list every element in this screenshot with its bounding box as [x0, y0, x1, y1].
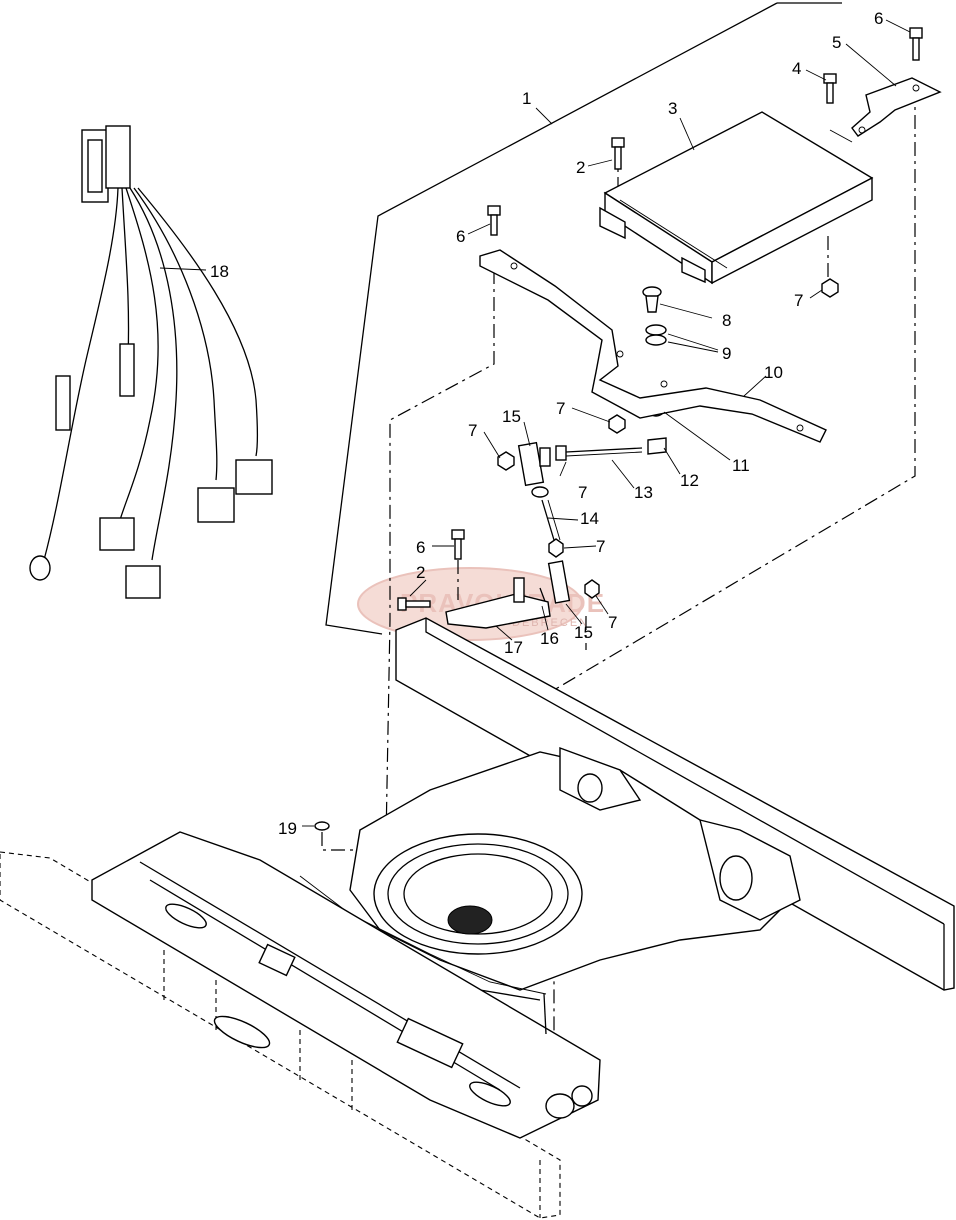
- washer-9b: [645, 334, 667, 346]
- washer-19: [314, 821, 330, 831]
- nut-7-left: [497, 451, 515, 471]
- mounting-bar: [479, 249, 827, 443]
- callout-10: 10: [764, 363, 783, 382]
- callout-7-rod: 7: [596, 537, 605, 556]
- callout-7-mid: 7: [556, 399, 565, 418]
- callout-6-mid: 6: [456, 227, 465, 246]
- bolt-8: [642, 286, 662, 313]
- bolt-6-lower: [451, 529, 465, 560]
- bolts: [397, 27, 923, 611]
- callout-2-lower: 2: [416, 563, 425, 582]
- bolt-6-top: [909, 27, 923, 61]
- nut-7-rod: [548, 538, 564, 558]
- wiring-harness: [29, 125, 273, 599]
- harness-plug-d: [125, 565, 161, 599]
- callout-19: 19: [278, 819, 297, 838]
- callout-2-top: 2: [576, 158, 585, 177]
- callout-8: 8: [722, 311, 731, 330]
- assembly-outline: [325, 2, 842, 635]
- harness-plug-e: [197, 487, 235, 523]
- leader-lines: [159, 19, 911, 827]
- bolt-4: [823, 73, 837, 104]
- harness-connector-b: [119, 343, 135, 397]
- control-unit: [599, 111, 874, 285]
- cap-12: [647, 437, 667, 455]
- callout-14: 14: [580, 509, 599, 528]
- callout-7-right: 7: [794, 291, 803, 310]
- callout-4: 4: [792, 59, 801, 78]
- bolt-2-top: [611, 137, 625, 170]
- callout-9: 9: [722, 344, 731, 363]
- bolt-2-lower: [397, 597, 431, 611]
- callouts: 1 2 2 3 4 5 6 6 6 7 7 7 7 7 7 8 9 10 11 …: [210, 9, 883, 838]
- washer-9a: [645, 324, 667, 336]
- nut-7-low: [584, 579, 600, 599]
- callout-7-low: 7: [608, 613, 617, 632]
- spring-14: [541, 499, 555, 541]
- lower-frame: [0, 617, 955, 1219]
- callout-7-left: 7: [468, 421, 477, 440]
- callout-11: 11: [732, 456, 750, 475]
- callout-13: 13: [634, 483, 653, 502]
- harness-end-cap: [29, 555, 51, 581]
- slew-ring: [373, 833, 583, 955]
- callout-6-top: 6: [874, 9, 883, 28]
- harness-plug-c: [99, 517, 135, 551]
- bushing-15-lower: [547, 560, 571, 604]
- nut-7-mid: [608, 414, 626, 434]
- callout-16: 16: [540, 629, 559, 648]
- threaded-rod-13: [565, 447, 643, 453]
- callout-15-lower: 15: [574, 623, 593, 642]
- callout-7-bushing: 7: [578, 483, 587, 502]
- bracket-top-right: [851, 77, 942, 137]
- rod-assembly: [445, 437, 667, 629]
- callout-3: 3: [668, 99, 677, 118]
- harness-connector-a: [55, 375, 71, 431]
- callout-17: 17: [504, 638, 523, 657]
- harness-plug-f: [235, 459, 273, 495]
- callout-15-upper: 15: [502, 407, 521, 426]
- callout-6-lower: 6: [416, 538, 425, 557]
- callout-5: 5: [832, 33, 841, 52]
- callout-18: 18: [210, 262, 229, 281]
- nut-7-right: [821, 278, 839, 298]
- callout-12: 12: [680, 471, 699, 490]
- callout-1: 1: [522, 89, 531, 108]
- bolt-6-mid: [487, 205, 501, 236]
